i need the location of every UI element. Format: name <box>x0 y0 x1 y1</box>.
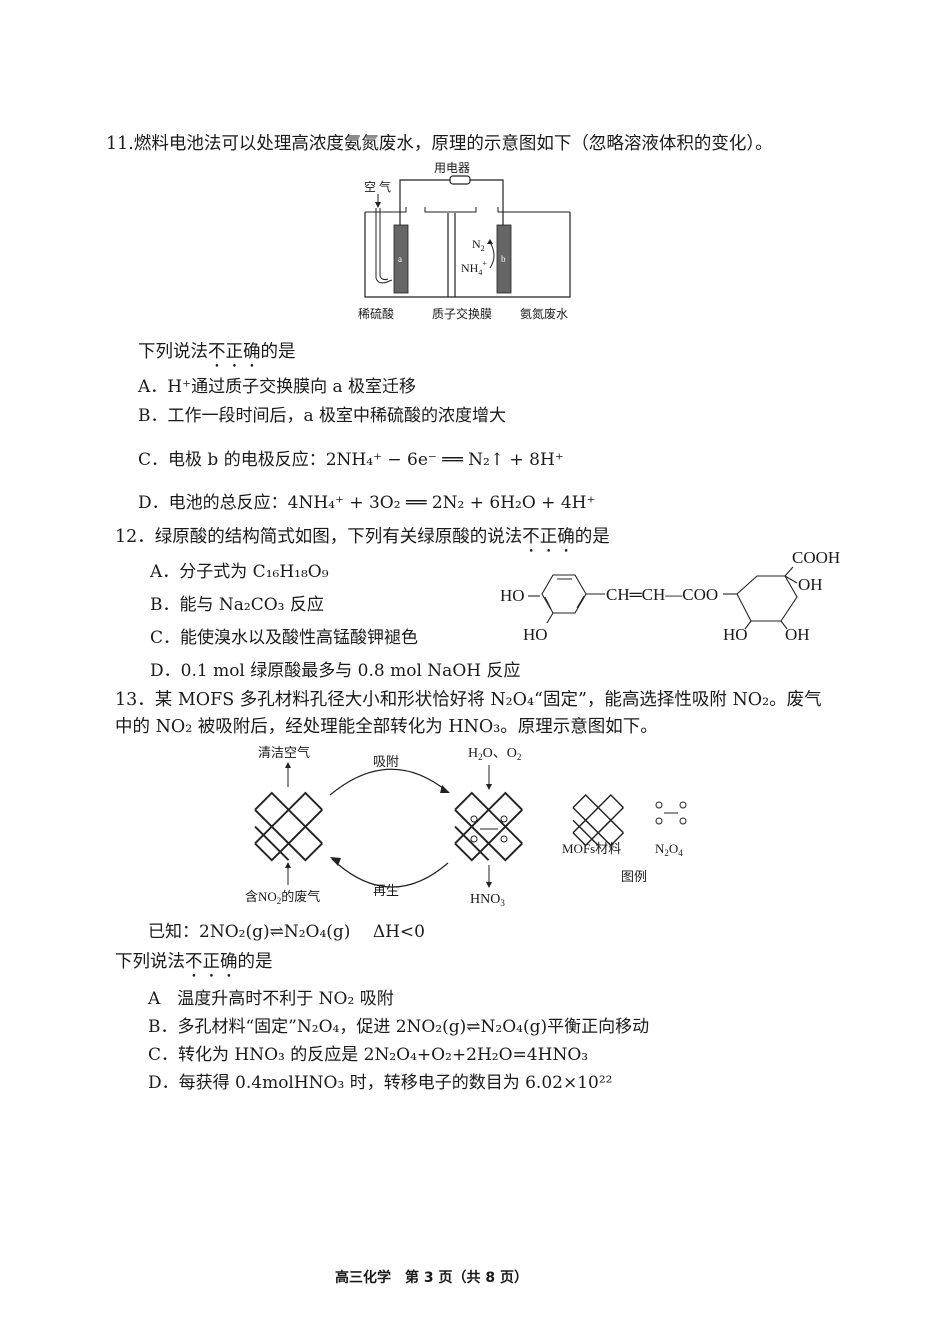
q13-stem-line2: 中的 NO₂ 被吸附后，经处理能全部转化为 HNO₃。原理示意图如下。 <box>115 717 658 737</box>
svg-text:吸附: 吸附 <box>373 754 399 769</box>
svg-text:图例: 图例 <box>621 869 647 884</box>
q13-option-a: A 温度升高时不利于 NO₂ 吸附 <box>148 989 394 1009</box>
prompt-text: 下列说法 <box>138 342 208 362</box>
load-resistor-icon <box>449 175 471 185</box>
q13-option-d: D．每获得 0.4molHNO₃ 时，转移电子的数目为 6.02×10²² <box>148 1073 613 1093</box>
fuel-cell-diagram: a b 空 气 用电器 N2 NH4+ 稀硫酸 质子交换膜 氨氮废水 <box>358 161 571 321</box>
svg-text:HNO3: HNO3 <box>470 892 505 908</box>
emphasis-not-correct: 不正确 <box>522 527 575 547</box>
q11-option-b: B．工作一段时间后，a 极室中稀硫酸的浓度增大 <box>138 406 507 426</box>
svg-text:COOH: COOH <box>792 548 840 567</box>
svg-text:HO: HO <box>523 625 548 644</box>
svg-text:CH═CH—COO: CH═CH—COO <box>606 585 718 604</box>
svg-text:含NO2的废气: 含NO2的废气 <box>245 889 320 906</box>
emphasis-not-correct: 不正确 <box>185 952 238 972</box>
q13-option-b: B．多孔材料“固定”N₂O₄，促进 2NO₂(g)⇌N₂O₄(g)平衡正向移动 <box>148 1017 650 1037</box>
svg-text:N2: N2 <box>472 237 485 253</box>
svg-text:a: a <box>398 254 402 264</box>
q12-option-c: C．能使溴水以及酸性高锰酸钾褪色 <box>150 628 419 648</box>
chlorogenic-acid-structure: HO HO CH═CH—COO COOH OH HO OH <box>500 548 840 644</box>
prompt-text: 下列说法 <box>115 952 185 972</box>
q12-stem: 12．绿原酸的结构简式如图，下列有关绿原酸的说法不正确的是 <box>115 523 610 557</box>
electrode-b <box>496 224 512 294</box>
q11-stem: 11.燃料电池法可以处理高浓度氨氮废水，原理的示意图如下（忽略溶液体积的变化）。 <box>106 134 773 154</box>
q12-option-a: A．分子式为 C₁₆H₁₈O₉ <box>150 562 329 582</box>
electrode-a <box>393 224 409 294</box>
svg-text:H2O、O2: H2O、O2 <box>468 746 521 762</box>
svg-text:HO: HO <box>723 625 748 644</box>
prompt-text: 的是 <box>260 342 296 362</box>
q11-option-c: C．电极 b 的电极反应：2NH₄⁺ − 6e⁻ ══ N₂↑ + 8H⁺ <box>138 450 564 470</box>
svg-text:OH: OH <box>798 575 823 594</box>
svg-text:HO: HO <box>500 586 525 605</box>
q11-option-d: D．电池的总反应：4NH₄⁺ + 3O₂ ══ 2N₂ + 6H₂O + 4H⁺ <box>138 493 596 513</box>
stem-text: 12．绿原酸的结构简式如图，下列有关绿原酸的说法 <box>115 527 523 547</box>
svg-text:清洁空气: 清洁空气 <box>258 745 310 760</box>
q12-option-d: D．0.1 mol 绿原酸最多与 0.8 mol NaOH 反应 <box>150 661 521 681</box>
page-footer: 高三化学 第 3 页（共 8 页） <box>335 1270 528 1286</box>
q13-stem-line1: 13．某 MOFS 多孔材料孔径大小和形状恰好将 N₂O₄“固定”，能高选择性吸… <box>115 690 822 710</box>
prompt-text: 的是 <box>237 952 273 972</box>
svg-text:用电器: 用电器 <box>434 161 470 175</box>
svg-text:N2O4: N2O4 <box>655 841 683 858</box>
stem-text: 的是 <box>574 527 610 547</box>
q13-known: 已知：2NO₂(g)⇌N₂O₄(g) ΔH<0 <box>148 922 425 942</box>
q13-option-c: C．转化为 HNO₃ 的反应是 2N₂O₄+O₂+2H₂O=4HNO₃ <box>148 1045 589 1065</box>
mofs-adsorption-diagram: 清洁空气 含NO2的废气 吸附 再生 H2O、O2 HNO3 MOFs材料 N2… <box>245 745 687 908</box>
svg-text:OH: OH <box>785 625 810 644</box>
svg-text:b: b <box>501 254 506 264</box>
legend-n2o4-icon <box>655 801 687 825</box>
emphasis-not-correct: 不正确 <box>208 342 261 362</box>
q13-prompt: 下列说法不正确的是 <box>115 948 273 982</box>
svg-text:MOFs材料: MOFs材料 <box>562 841 621 856</box>
svg-text:再生: 再生 <box>373 883 399 898</box>
q11-prompt: 下列说法不正确的是 <box>138 338 296 372</box>
svg-text:NH4+: NH4+ <box>461 259 487 277</box>
n2o4-molecule-icon <box>470 815 508 843</box>
svg-text:质子交换膜: 质子交换膜 <box>432 306 492 321</box>
svg-text:氨氮废水: 氨氮废水 <box>520 306 568 321</box>
svg-text:稀硫酸: 稀硫酸 <box>358 306 394 321</box>
svg-text:空 气: 空 气 <box>364 179 391 194</box>
q11-option-a: A．H⁺通过质子交换膜向 a 极室迁移 <box>138 377 417 397</box>
q12-option-b: B．能与 Na₂CO₃ 反应 <box>150 595 324 615</box>
